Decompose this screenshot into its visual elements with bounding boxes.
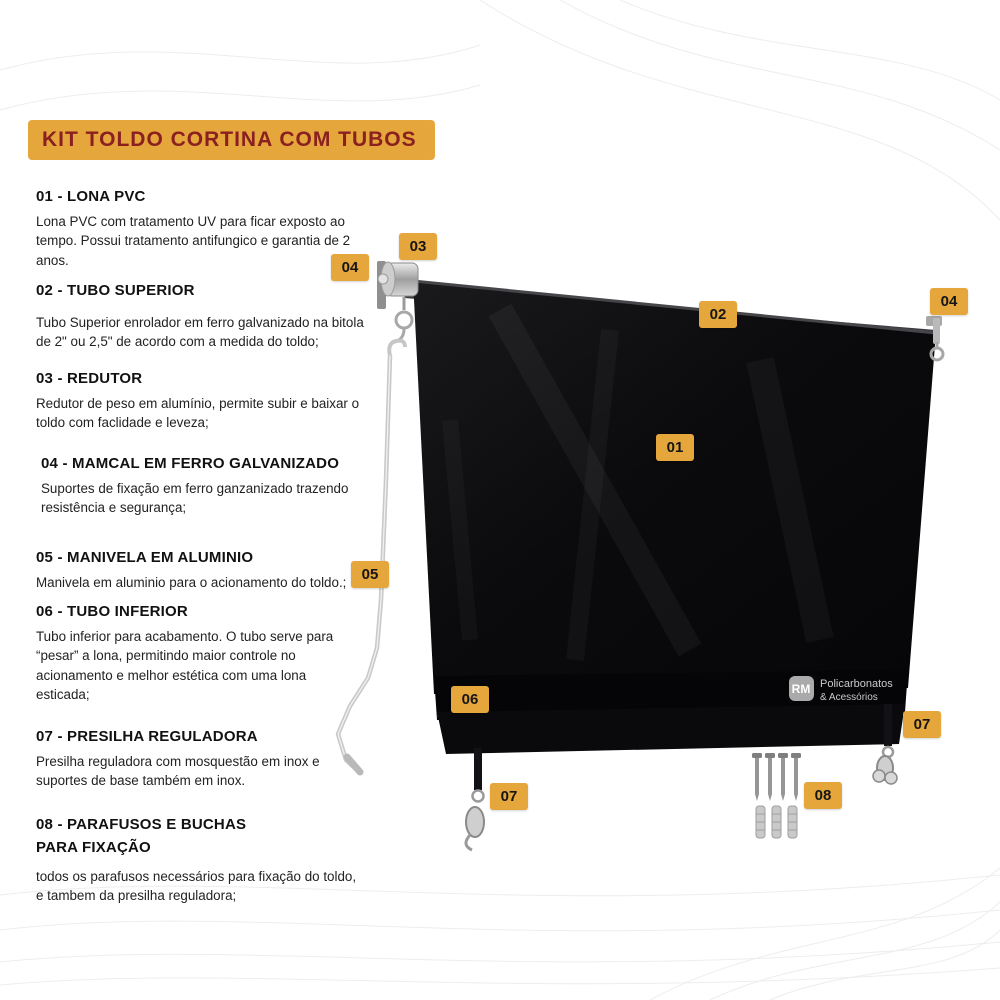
part-section-01: 01 - LONA PVC Lona PVC com tratamento UV… [36, 188, 366, 270]
pvc-tarp [412, 279, 937, 694]
part-description-04: Suportes de fixação em ferro ganzanizado… [41, 481, 349, 516]
callout-badge-05: 05 [351, 561, 389, 588]
part-heading-07: 07 - PRESILHA REGULADORA [36, 728, 258, 745]
page-title: KIT TOLDO CORTINA COM TUBOS [42, 128, 417, 151]
brand-name-line1: Policarbonatos [820, 678, 893, 690]
part-heading-08: 08 - PARAFUSOS E BUCHAS PARA FIXAÇÃO [36, 816, 247, 857]
screws-and-anchors [752, 753, 801, 839]
part-description-07: Presilha reguladora com mosquestão em in… [36, 754, 320, 789]
callout-badge-07-left: 07 [490, 783, 528, 810]
brand-name-line2: & Acessórios [820, 692, 878, 703]
callout-badge-03: 03 [399, 233, 437, 260]
callout-badge-08: 08 [804, 782, 842, 809]
brand-logo-text: RM [792, 682, 811, 696]
part-description-05: Manivela em aluminio para o acionamento … [36, 575, 347, 590]
part-description-02: Tubo Superior enrolador em ferro galvani… [36, 315, 364, 350]
part-description-03: Redutor de peso em alumínio, permite sub… [36, 396, 360, 431]
right-bracket [926, 316, 945, 362]
part-section-06: 06 - TUBO INFERIOR Tubo inferior para ac… [36, 603, 346, 705]
part-heading-04: 04 - MAMCAL EM FERRO GALVANIZADO [41, 455, 340, 472]
part-heading-03: 03 - REDUTOR [36, 370, 143, 387]
callout-badge-06: 06 [451, 686, 489, 713]
part-section-03: 03 - REDUTOR Redutor de peso em alumínio… [36, 370, 366, 433]
crank-handle [335, 338, 407, 776]
title-banner: KIT TOLDO CORTINA COM TUBOS [28, 120, 435, 160]
callout-badge-04-right: 04 [930, 288, 968, 315]
callout-badge-07-right: 07 [903, 711, 941, 738]
right-strap-clasp [872, 704, 898, 785]
brand-logo-box [789, 676, 814, 701]
part-description-08: todos os parafusos necessários para fixa… [36, 868, 357, 903]
callout-badge-04-left: 04 [331, 254, 369, 281]
reducer-and-left-bracket [377, 261, 419, 344]
part-section-05: 05 - MANIVELA EM ALUMINIO Manivela em al… [36, 549, 366, 592]
part-heading-01: 01 - LONA PVC [36, 188, 146, 205]
part-section-02: 02 - TUBO SUPERIOR Tubo Superior enrolad… [36, 282, 366, 352]
callout-badge-01: 01 [656, 434, 694, 461]
part-heading-05: 05 - MANIVELA EM ALUMINIO [36, 549, 254, 566]
part-description-06: Tubo inferior para acabamento. O tubo se… [36, 629, 334, 703]
part-section-08: 08 - PARAFUSOS E BUCHAS PARA FIXAÇÃO tod… [36, 813, 356, 905]
brand-watermark: RM Policarbonatos & Acessórios [789, 676, 893, 703]
left-strap-clasp [464, 748, 485, 852]
callout-badge-02: 02 [699, 301, 737, 328]
part-section-04: 04 - MAMCAL EM FERRO GALVANIZADO Suporte… [36, 455, 371, 518]
part-description-01: Lona PVC com tratamento UV para ficar ex… [36, 214, 351, 268]
part-section-07: 07 - PRESILHA REGULADORA Presilha regula… [36, 728, 366, 791]
part-heading-06: 06 - TUBO INFERIOR [36, 603, 188, 620]
part-heading-02: 02 - TUBO SUPERIOR [36, 282, 195, 299]
